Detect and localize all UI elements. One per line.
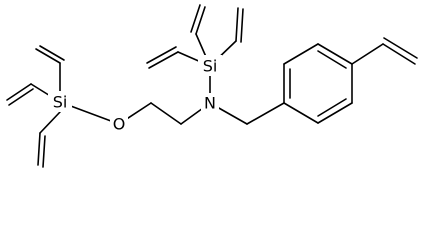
atom-label-background <box>110 114 128 134</box>
bond <box>37 132 41 166</box>
bond <box>317 98 347 117</box>
bond <box>317 50 347 69</box>
bond <box>148 51 179 69</box>
bond <box>8 88 34 106</box>
atom-si-left: Si <box>53 93 68 112</box>
atom-si-top: Si <box>203 57 218 76</box>
bond <box>240 8 244 43</box>
bond <box>150 102 182 125</box>
bond <box>235 7 239 42</box>
atom-oxygen: O <box>113 115 126 134</box>
bond <box>195 6 206 35</box>
bond <box>39 111 61 134</box>
bond <box>283 102 319 124</box>
bond <box>317 43 353 65</box>
bond <box>146 46 177 64</box>
bond <box>382 43 416 65</box>
chemical-structure: Si O N Si <box>6 4 418 168</box>
atom-labels: Si O N Si <box>48 55 222 134</box>
bond <box>283 43 319 65</box>
bond <box>6 83 32 101</box>
bonds <box>6 4 418 168</box>
atom-label-background <box>198 55 222 76</box>
bond <box>383 37 418 59</box>
atom-nitrogen: N <box>204 94 216 113</box>
bond <box>35 48 61 64</box>
bond <box>190 4 201 33</box>
atom-label-background <box>201 93 219 113</box>
bond <box>246 102 285 125</box>
atom-label-background <box>48 91 72 112</box>
bond <box>351 43 384 65</box>
bond <box>317 102 353 124</box>
bond <box>42 135 46 168</box>
bond <box>39 45 65 61</box>
